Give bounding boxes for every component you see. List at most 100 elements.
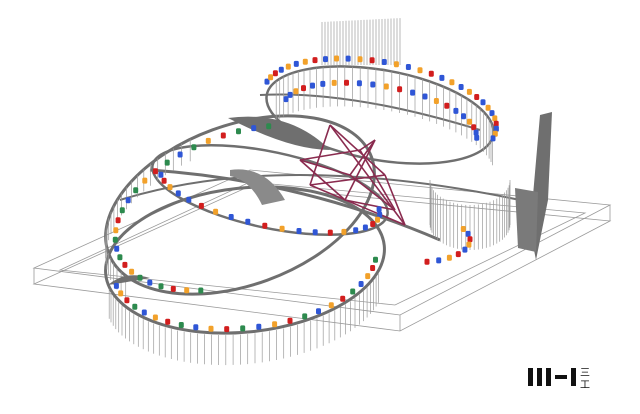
seat-marker	[129, 268, 135, 275]
logo-bar-4	[571, 368, 576, 386]
seat-marker	[466, 241, 472, 248]
solid-forms	[108, 112, 552, 285]
seat-marker	[118, 290, 124, 297]
logo-glyph-top: 三	[580, 368, 590, 379]
seat-marker	[320, 80, 326, 87]
seat-marker	[266, 123, 272, 130]
seat-marker	[356, 80, 362, 87]
logo-bar-2	[537, 368, 542, 386]
seat-marker	[446, 254, 452, 261]
seat-marker	[256, 323, 262, 330]
seat-marker	[122, 261, 128, 268]
seat-marker	[397, 86, 403, 93]
studio-logo: 三 工	[528, 362, 612, 392]
seat-marker	[310, 82, 315, 89]
seat-marker	[353, 227, 359, 234]
right-block	[515, 188, 538, 252]
seat-marker	[345, 55, 351, 62]
seat-marker	[133, 187, 139, 194]
seat-marker	[424, 258, 430, 265]
seat-marker	[147, 279, 153, 286]
seat-marker	[117, 254, 123, 261]
seat-marker	[417, 67, 423, 74]
seat-marker	[433, 98, 439, 104]
truss-member	[344, 139, 376, 201]
seat-marker	[272, 70, 278, 77]
canopy-blade	[228, 116, 330, 150]
seat-marker	[264, 78, 270, 85]
seat-marker	[287, 317, 293, 324]
truss-member	[349, 174, 396, 211]
seat-marker	[279, 225, 285, 232]
seat-marker	[405, 64, 411, 70]
seat-marker	[357, 56, 363, 63]
seat-marker	[465, 230, 471, 237]
mid-ring	[151, 143, 389, 237]
seat-marker	[485, 104, 491, 111]
seat-marker	[474, 94, 480, 100]
seat-marker	[493, 125, 499, 132]
logo-dash	[555, 375, 567, 379]
seat-marker	[323, 56, 328, 63]
logo-glyph-bottom: 工	[580, 380, 590, 391]
seat-marker	[224, 326, 230, 333]
seat-marker	[473, 129, 479, 136]
seat-marker	[302, 58, 308, 65]
seat-marker	[328, 302, 334, 309]
logo-bar-3	[546, 368, 551, 386]
seat-marker	[466, 88, 472, 95]
seat-marker	[205, 137, 211, 144]
seat-marker	[152, 168, 158, 175]
seat-marker	[383, 83, 389, 90]
seat-marker	[208, 325, 214, 332]
seat-marker	[228, 214, 234, 220]
seat-marker	[341, 228, 347, 235]
seat-marker	[213, 208, 219, 215]
seat-marker	[262, 222, 268, 229]
seat-marker	[370, 265, 376, 271]
seat-marker	[492, 130, 498, 137]
base-inner-step	[58, 181, 587, 306]
seat-marker	[301, 85, 306, 92]
seat-marker	[381, 59, 387, 65]
seat-marker	[458, 84, 464, 90]
seat-markers	[112, 55, 499, 333]
truss-member	[299, 159, 346, 201]
seat-marker	[113, 227, 119, 234]
outer-ring-front	[104, 185, 386, 335]
cantilever-beam-2	[119, 174, 521, 201]
truss-web	[299, 124, 406, 226]
seat-marker	[373, 256, 378, 263]
seat-marker	[113, 282, 119, 289]
seat-marker	[493, 120, 499, 127]
seat-marker	[492, 115, 498, 122]
seat-marker	[370, 81, 376, 88]
seat-marker	[245, 218, 251, 225]
seat-marker	[236, 128, 241, 135]
seat-marker	[119, 207, 125, 214]
seat-marker	[193, 324, 199, 331]
seat-marker	[370, 221, 376, 227]
seat-marker	[334, 55, 339, 62]
truss-member	[309, 184, 406, 226]
truss-member	[359, 139, 376, 151]
seat-marker	[471, 124, 477, 131]
seat-marker	[115, 217, 121, 224]
seat-marker	[467, 118, 472, 125]
seat-marker	[141, 309, 147, 316]
seat-marker	[296, 228, 302, 234]
seat-marker	[186, 196, 192, 203]
seat-marker	[177, 151, 183, 158]
seat-marker	[358, 281, 364, 287]
seat-marker	[462, 246, 468, 253]
seat-marker	[137, 274, 143, 281]
seat-marker	[312, 57, 318, 64]
seat-marker	[124, 297, 130, 304]
seat-marker	[283, 96, 289, 103]
seat-marker	[428, 70, 434, 77]
seat-marker	[175, 190, 181, 197]
seat-marker	[410, 89, 416, 96]
seat-marker	[178, 322, 184, 328]
seat-marker	[377, 211, 383, 218]
